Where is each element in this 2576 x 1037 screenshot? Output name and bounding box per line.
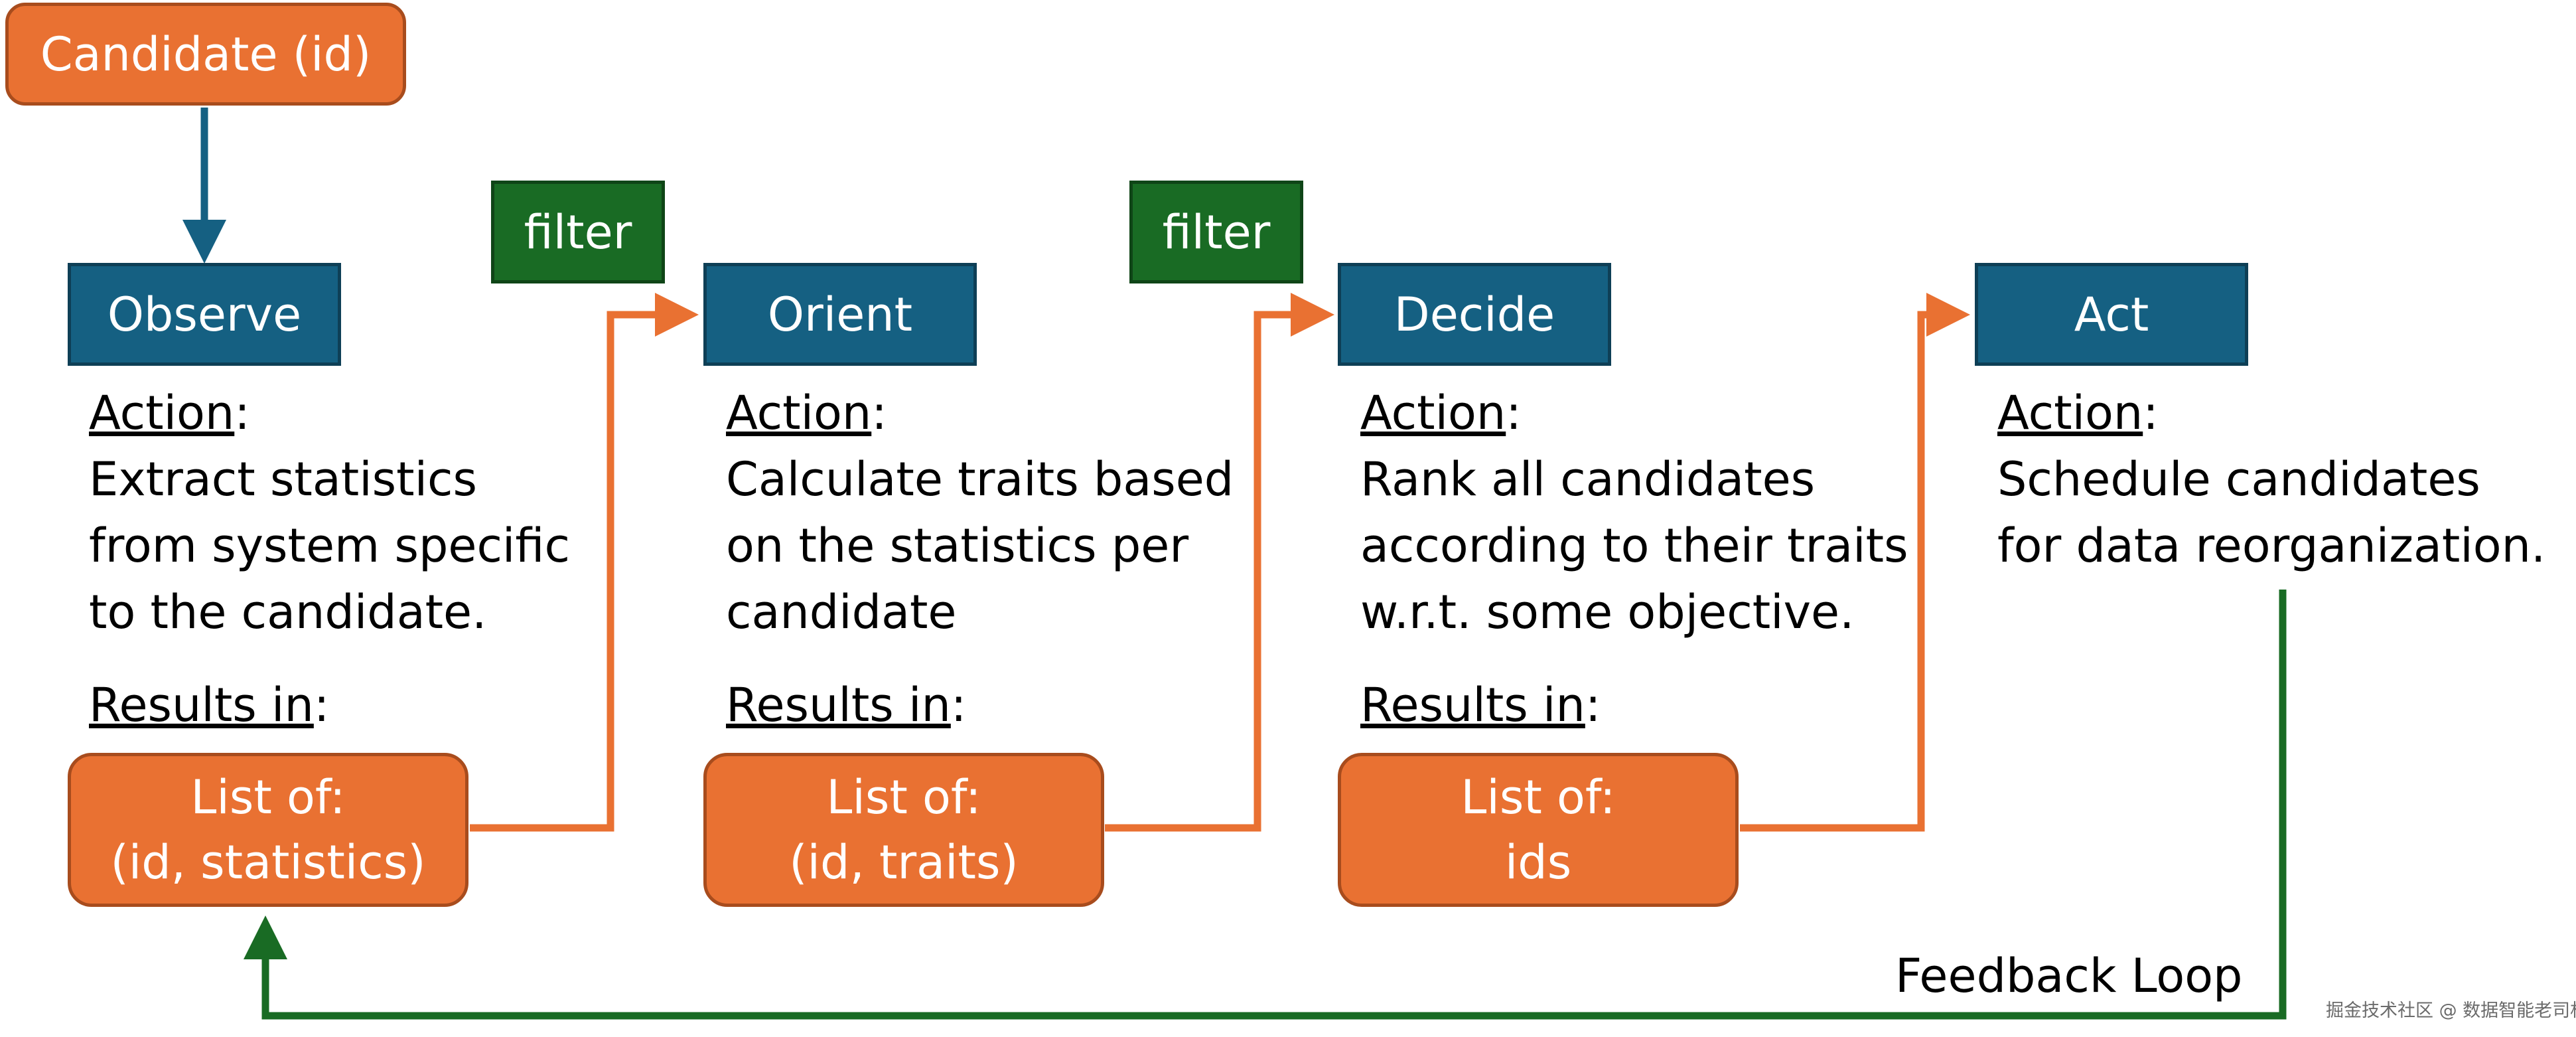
orient-action: Action: Calculate traits based on the st… <box>726 380 1234 645</box>
watermark: 掘金技术社区 @ 数据智能老司机 <box>2326 1000 2576 1021</box>
observe-box: Observe <box>68 263 341 366</box>
observe-results-label: Results in: <box>89 678 330 732</box>
decide-action-line: w.r.t. some objective. <box>1360 585 1855 639</box>
act-title: Act <box>2074 287 2149 342</box>
filter-label-1: filter <box>524 204 632 260</box>
decide-box: Decide <box>1338 263 1611 366</box>
observe-action: Action: Extract statistics from system s… <box>89 380 570 645</box>
decide-result-line: List of: <box>1461 770 1616 825</box>
feedback-loop-arrow <box>244 590 2287 1020</box>
orient-result-box: List of: (id, traits) <box>703 753 1104 907</box>
observe-action-heading: Action <box>89 386 235 440</box>
candidate-label: Candidate (id) <box>40 27 372 82</box>
orient-action-line: on the statistics per <box>726 518 1189 573</box>
orient-result-line: List of: <box>826 770 981 825</box>
observe-result-box: List of: (id, statistics) <box>68 753 468 907</box>
candidate-box: Candidate (id) <box>5 3 406 106</box>
decide-result-line: ids <box>1504 835 1572 890</box>
decide-result-box: List of: ids <box>1338 753 1739 907</box>
decide-title: Decide <box>1394 287 1555 342</box>
act-action-line: for data reorganization. <box>1997 518 2546 573</box>
act-box: Act <box>1975 263 2248 366</box>
act-action-line: Schedule candidates <box>1997 452 2480 507</box>
orient-title: Orient <box>767 287 913 342</box>
orient-action-line: Calculate traits based <box>726 452 1234 507</box>
orient-results-heading: Results in <box>726 678 951 732</box>
decide-action-line: according to their traits <box>1360 518 1908 573</box>
decide-results-heading: Results in <box>1360 678 1585 732</box>
observe-action-line: from system specific <box>89 518 570 573</box>
act-action: Action: Schedule candidates for data reo… <box>1997 380 2545 579</box>
orient-results-label: Results in: <box>726 678 967 732</box>
filter-box-2: filter <box>1129 181 1303 283</box>
observe-title: Observe <box>107 287 302 342</box>
observe-result-line: List of: <box>190 770 346 825</box>
decide-action-line: Rank all candidates <box>1360 452 1816 507</box>
feedback-loop-label: Feedback Loop <box>1895 949 2243 1003</box>
decide-action: Action: Rank all candidates according to… <box>1360 380 1908 645</box>
observe-results-heading: Results in <box>89 678 314 732</box>
decide-to-act-arrow <box>1740 293 1970 832</box>
filter-box-1: filter <box>491 181 665 283</box>
observe-action-line: to the candidate. <box>89 585 487 639</box>
decide-results-label: Results in: <box>1360 678 1601 732</box>
filter-label-2: filter <box>1162 204 1271 260</box>
orient-box: Orient <box>703 263 977 366</box>
orient-action-heading: Action <box>726 386 872 440</box>
orient-to-decide-arrow <box>1105 293 1334 832</box>
observe-action-line: Extract statistics <box>89 452 477 507</box>
decide-action-heading: Action <box>1360 386 1506 440</box>
observe-to-orient-arrow <box>470 293 699 832</box>
orient-result-line: (id, traits) <box>789 835 1019 890</box>
orient-action-line: candidate <box>726 585 957 639</box>
act-action-heading: Action <box>1997 386 2143 440</box>
observe-result-line: (id, statistics) <box>110 835 426 890</box>
